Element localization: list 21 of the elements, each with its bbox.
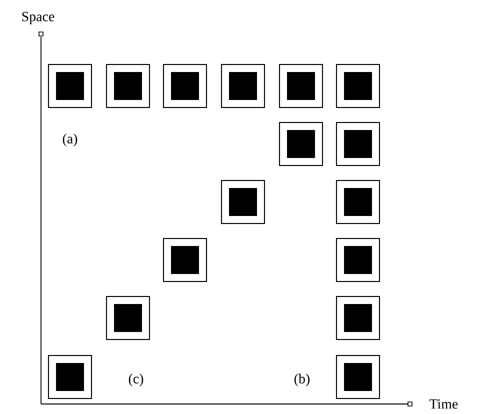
framed-square: [279, 64, 323, 108]
framed-square: [336, 64, 380, 108]
axis-label: Time: [429, 399, 458, 409]
framed-square: [336, 355, 380, 399]
framed-square: [336, 122, 380, 166]
framed-square: [279, 122, 323, 166]
framed-square: [336, 238, 380, 282]
axis-label: Space: [22, 12, 54, 24]
framed-square: [48, 64, 92, 108]
panel-label: (a): [62, 134, 78, 146]
framed-square: [221, 180, 265, 224]
framed-square: [336, 180, 380, 224]
framed-square: [163, 238, 207, 282]
framed-square: [336, 296, 380, 340]
framed-square: [106, 64, 150, 108]
framed-square: [106, 296, 150, 340]
framed-square: [221, 64, 265, 108]
framed-square: [163, 64, 207, 108]
panel-label: (b): [294, 374, 310, 386]
framed-square: [48, 355, 92, 399]
panel-label: (c): [128, 374, 144, 386]
